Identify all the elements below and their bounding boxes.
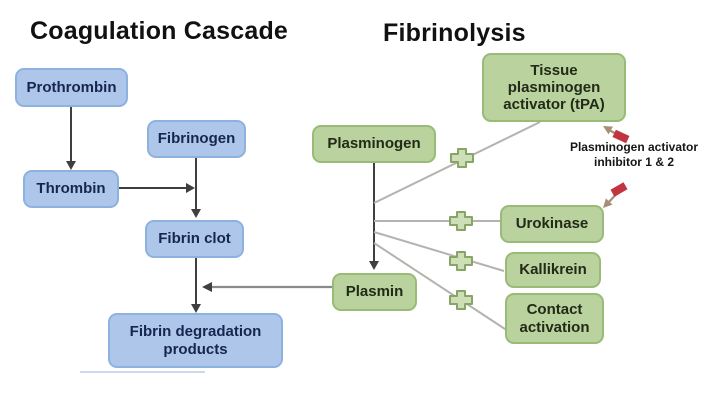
node-label: Fibrin degradation products (129, 323, 262, 358)
coagulation-arrows (66, 107, 332, 313)
line-contact-activation (373, 242, 509, 332)
node-tpa: Tissue plasminogen activator (tPA) (482, 53, 626, 122)
node-plasminogen: Plasminogen (312, 125, 436, 163)
activation-plus-icon (449, 211, 473, 231)
arrowhead-upleft-icon (603, 126, 613, 135)
arrowhead-downleft-icon (603, 198, 613, 208)
node-fibrin-degradation-products: Fibrin degradation products (108, 313, 283, 368)
arrowhead-right-icon (186, 183, 195, 193)
node-fibrinogen: Fibrinogen (147, 120, 246, 158)
node-label: Prothrombin (26, 78, 117, 96)
arrowhead-down-icon (191, 304, 201, 313)
activation-plus-icons (449, 148, 474, 310)
node-prothrombin: Prothrombin (15, 68, 128, 107)
node-kallikrein: Kallikrein (505, 252, 601, 288)
coagulation-cascade-title: Coagulation Cascade (30, 17, 289, 45)
node-label: Kallikrein (519, 261, 587, 279)
node-label: Contact activation (519, 301, 590, 336)
node-fibrin-clot: Fibrin clot (145, 220, 244, 258)
fibrinolysis-arrows (369, 163, 379, 270)
arrowhead-left-icon (202, 282, 212, 292)
activation-plus-icon (449, 290, 473, 310)
arrowhead-down-icon (191, 209, 201, 218)
node-plasmin: Plasmin (332, 273, 417, 311)
inhibitor-arrow-tpa (603, 126, 630, 144)
artifact-line (80, 371, 205, 373)
node-label: Plasminogen (327, 135, 421, 153)
activation-plus-icon (449, 251, 473, 271)
arrowhead-down-icon (369, 261, 379, 270)
fibrinolysis-title: Fibrinolysis (383, 19, 526, 47)
node-contact-activation: Contact activation (505, 293, 604, 344)
node-label: Urokinase (515, 215, 589, 233)
node-label: Thrombin (36, 180, 106, 198)
inhibition-block-icon (612, 129, 630, 144)
line-kallikrein (373, 231, 505, 272)
inhibition-block-icon (610, 182, 628, 197)
node-thrombin: Thrombin (23, 170, 119, 208)
activation-plus-icon (450, 148, 474, 168)
node-label: Fibrin clot (158, 230, 231, 248)
inhibitor-arrow-urokinase (603, 182, 628, 208)
node-label: Tissue plasminogen activator (tPA) (503, 61, 605, 114)
inhibitor-label: Plasminogen activator inhibitor 1 & 2 (569, 140, 699, 169)
node-label: Fibrinogen (157, 130, 236, 148)
node-urokinase: Urokinase (500, 205, 604, 243)
arrowhead-down-icon (66, 161, 76, 170)
node-label: Plasmin (345, 283, 404, 301)
